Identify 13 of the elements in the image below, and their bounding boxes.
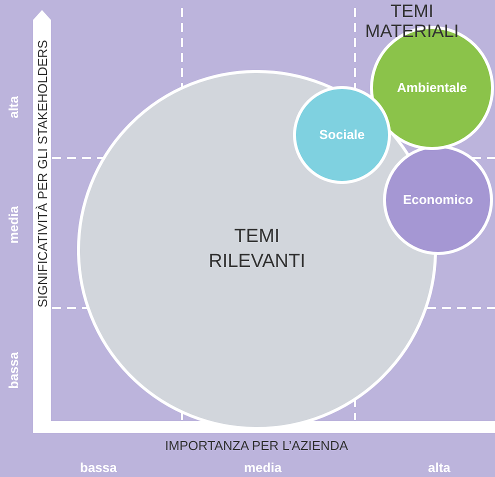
bubble-label: Economico — [402, 192, 474, 208]
axis-tick-label: alta — [6, 96, 21, 118]
axis-tick-label: alta — [428, 460, 450, 475]
axis-title: SIGNIFICATIVITÀ PER GLI STAKEHOLDERS — [35, 40, 50, 308]
bubble-label: Sociale — [319, 126, 365, 144]
bubble-label: Ambientale — [396, 80, 468, 96]
axis-tick-label: media — [6, 206, 21, 244]
heading: TEMI MATERIALI — [364, 2, 460, 42]
axis-title: IMPORTANZA PER L’AZIENDA — [165, 438, 348, 453]
axis-tick-label: bassa — [6, 352, 21, 389]
bubble-label: TEMI RILEVANTI — [208, 225, 306, 274]
axis-tick-label: bassa — [80, 460, 117, 475]
axis-tick-label: media — [244, 460, 282, 475]
